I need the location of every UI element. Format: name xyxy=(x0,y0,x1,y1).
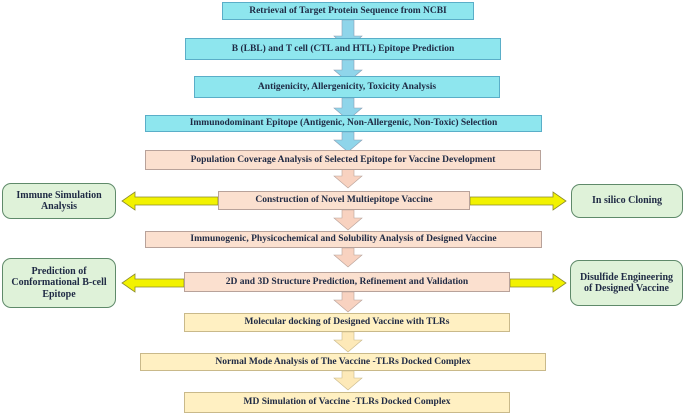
step-label: Population Coverage Analysis of Selected… xyxy=(190,154,496,165)
side-label: Immune Simulation Analysis xyxy=(16,189,102,213)
step-label: Immunodominant Epitope (Antigenic, Non-A… xyxy=(189,118,498,129)
side-label: In silico Cloning xyxy=(591,195,663,207)
down-arrow xyxy=(333,331,363,353)
step-label: Construction of Novel Multiepitope Vacci… xyxy=(255,195,433,206)
step-label: Immunogenic, Physicochemical and Solubil… xyxy=(190,234,497,245)
side-disulfide-engineering: Disulfide Engineering of Designed Vaccin… xyxy=(570,260,683,306)
left-arrow xyxy=(121,191,219,211)
side-in-silico-cloning: In silico Cloning xyxy=(571,184,683,218)
side-immune-simulation: Immune Simulation Analysis xyxy=(2,183,116,219)
step-normal-mode-analysis: Normal Mode Analysis of The Vaccine -TLR… xyxy=(140,353,546,371)
right-arrow xyxy=(509,273,567,293)
step-physicochemical-analysis: Immunogenic, Physicochemical and Solubil… xyxy=(145,231,542,248)
down-arrow xyxy=(333,247,363,268)
step-label: Antigenicity, Allergenicity, Toxicity An… xyxy=(257,81,437,92)
side-label: Prediction of Conformational B-cell Epit… xyxy=(11,265,107,300)
step-md-simulation: MD Simulation of Vaccine -TLRs Docked Co… xyxy=(184,392,510,413)
step-construct-vaccine: Construction of Novel Multiepitope Vacci… xyxy=(218,191,470,210)
step-label: MD Simulation of Vaccine -TLRs Docked Co… xyxy=(243,397,451,408)
step-antigenicity-analysis: Antigenicity, Allergenicity, Toxicity An… xyxy=(194,76,500,98)
down-arrow xyxy=(333,370,363,391)
down-arrow xyxy=(333,291,363,313)
down-arrow xyxy=(333,168,363,189)
side-conformational-b-cell: Prediction of Conformational B-cell Epit… xyxy=(2,258,116,308)
left-arrow xyxy=(121,273,185,293)
step-retrieve-sequence: Retrieval of Target Protein Sequence fro… xyxy=(222,2,474,20)
step-label: B (LBL) and T cell (CTL and HTL) Epitope… xyxy=(231,43,455,54)
right-arrow xyxy=(469,191,567,211)
down-arrow xyxy=(333,131,363,153)
step-population-coverage: Population Coverage Analysis of Selected… xyxy=(145,150,541,170)
step-label: 2D and 3D Structure Prediction, Refineme… xyxy=(225,276,469,287)
step-label: Molecular docking of Designed Vaccine wi… xyxy=(244,317,450,328)
step-label: Retrieval of Target Protein Sequence fro… xyxy=(249,5,447,16)
step-structure-prediction: 2D and 3D Structure Prediction, Refineme… xyxy=(184,272,510,292)
step-epitope-prediction: B (LBL) and T cell (CTL and HTL) Epitope… xyxy=(185,38,501,60)
side-label: Disulfide Engineering of Designed Vaccin… xyxy=(579,271,674,295)
down-arrow xyxy=(333,209,363,231)
down-arrow xyxy=(333,97,363,121)
step-molecular-docking: Molecular docking of Designed Vaccine wi… xyxy=(184,313,510,332)
step-epitope-selection: Immunodominant Epitope (Antigenic, Non-A… xyxy=(145,115,542,132)
step-label: Normal Mode Analysis of The Vaccine -TLR… xyxy=(215,356,471,367)
